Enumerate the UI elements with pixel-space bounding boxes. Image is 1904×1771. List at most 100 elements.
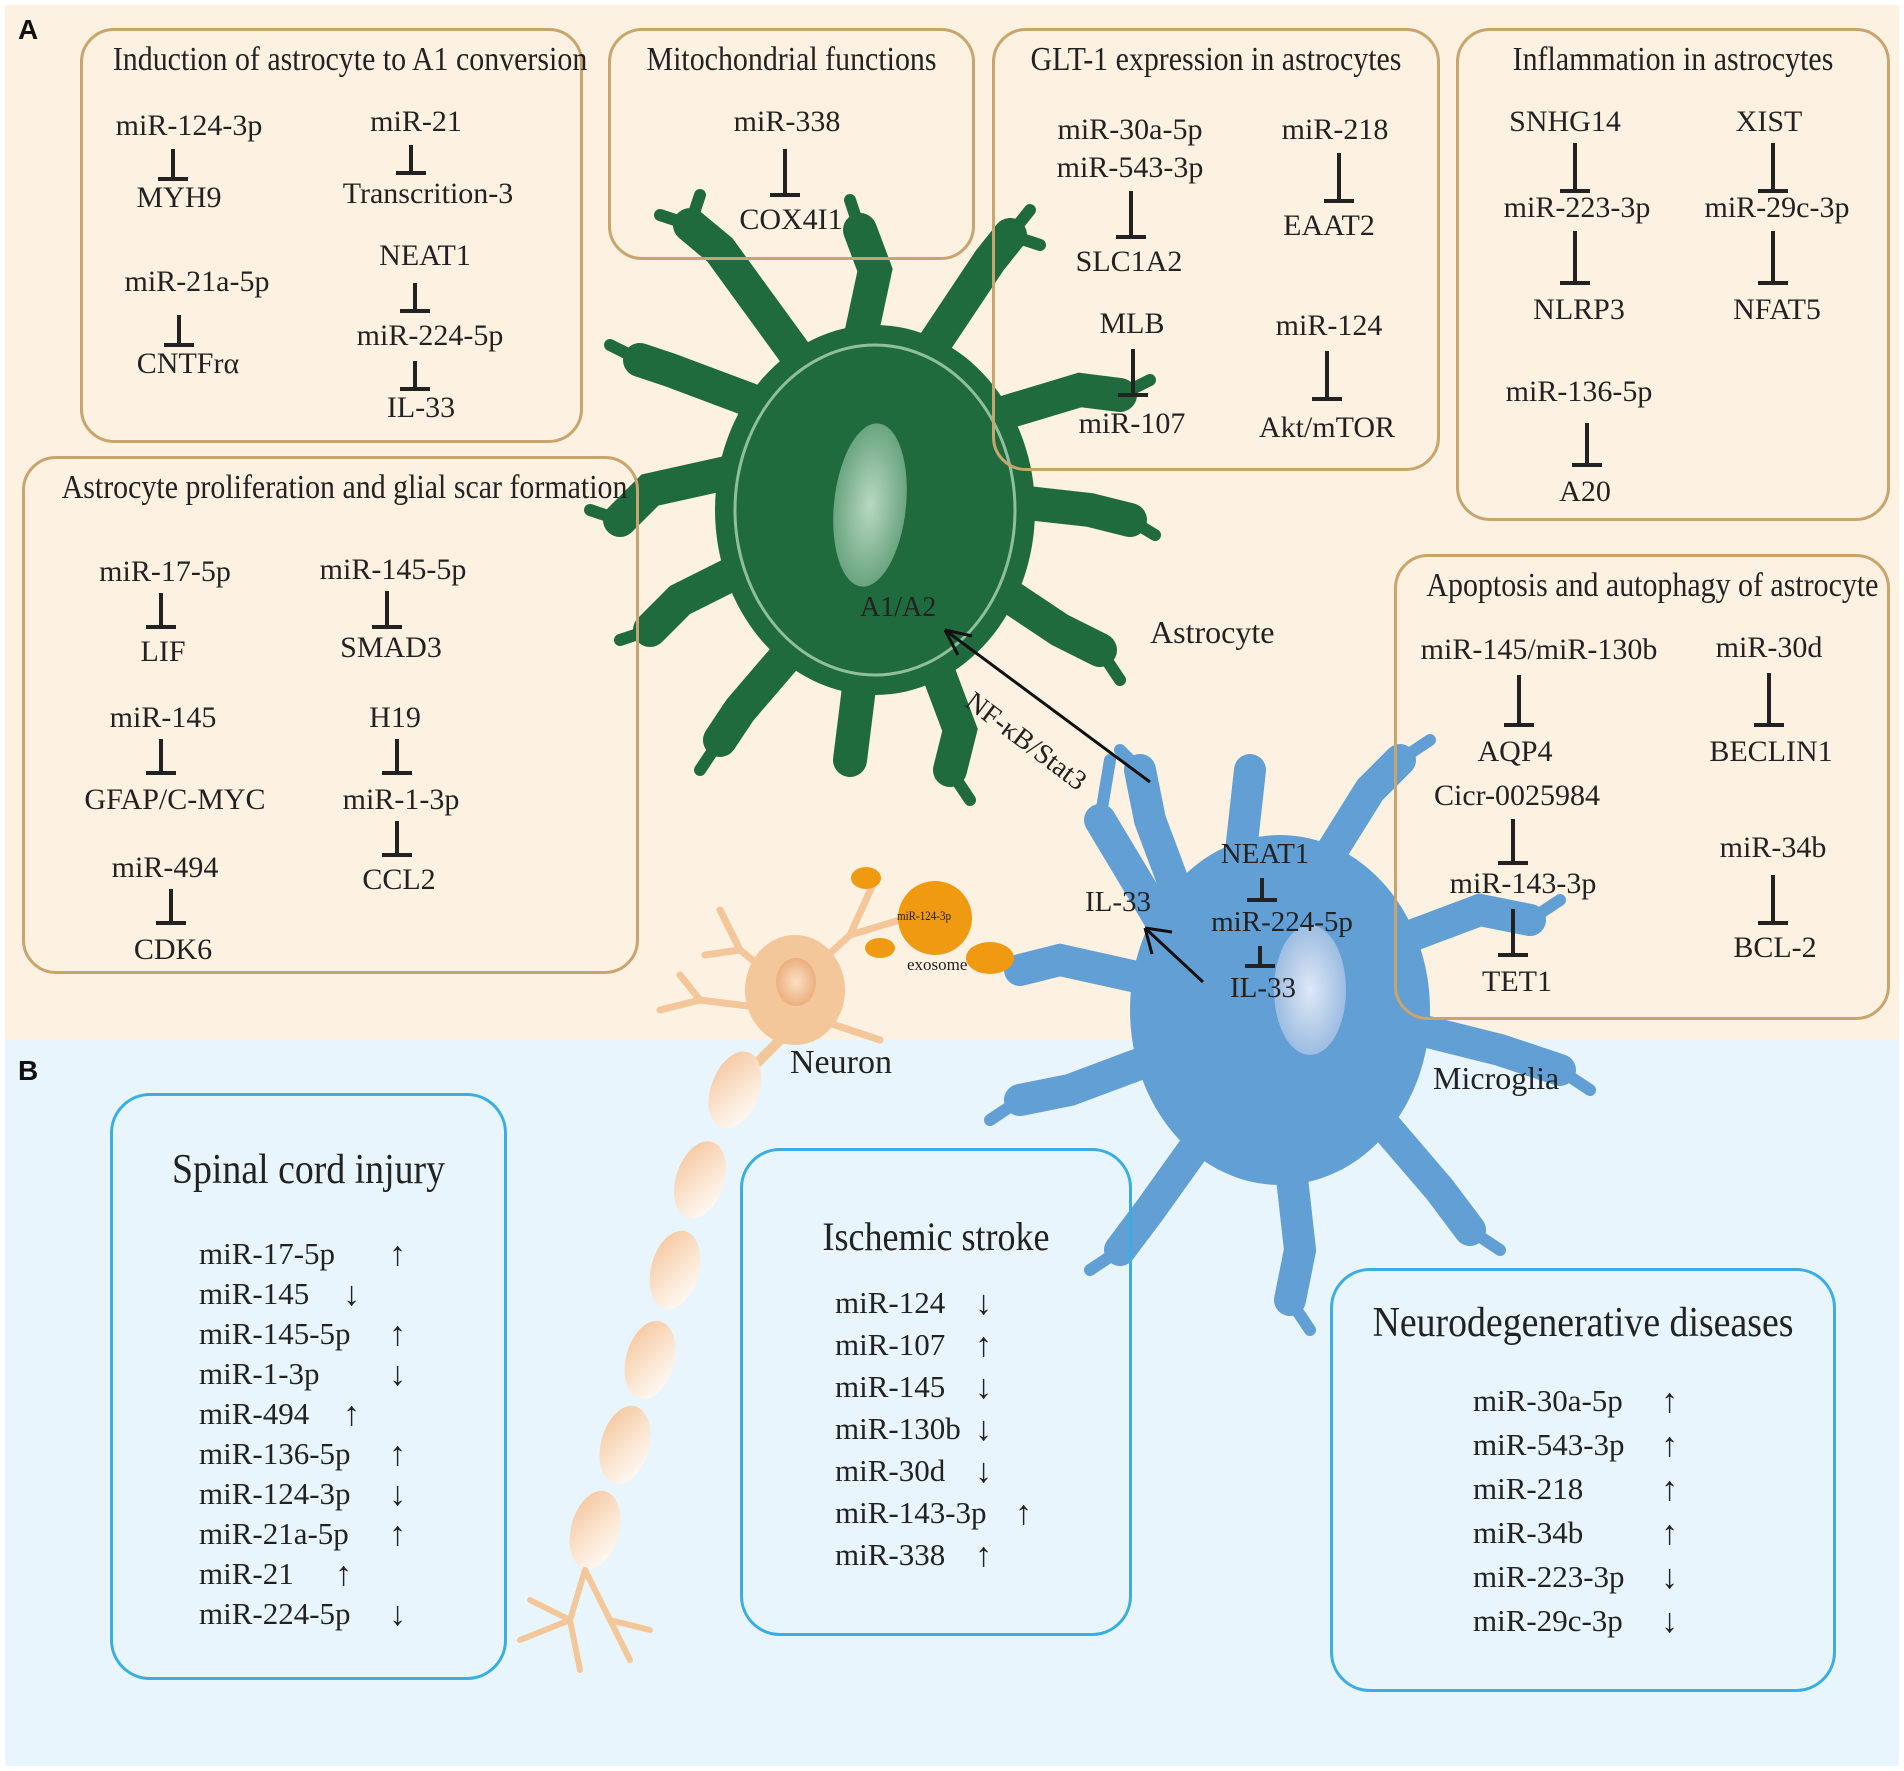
node: miR-30d — [1716, 631, 1823, 665]
direction-arrow-icon: ↑ — [1661, 1427, 1678, 1465]
direction-arrow-icon: ↑ — [389, 1316, 406, 1354]
direction-arrow-icon: ↓ — [975, 1369, 992, 1407]
direction-arrow-icon: ↓ — [975, 1411, 992, 1449]
direction-arrow-icon: ↑ — [1661, 1471, 1678, 1509]
direction-arrow-icon: ↑ — [389, 1236, 406, 1274]
inhibition-bar — [177, 315, 181, 347]
mirna-row: miR-218↑ — [1473, 1471, 1625, 1515]
inhibition-bar — [1325, 351, 1329, 401]
node: miR-145-5p — [320, 553, 467, 587]
node: MYH9 — [136, 181, 221, 215]
mirna-name: miR-124-3p — [199, 1476, 351, 1511]
inhibition-bar — [1260, 878, 1264, 902]
node: BCL-2 — [1733, 931, 1816, 965]
mirna-name: miR-21 — [199, 1556, 294, 1591]
node: Cicr-0025984 — [1434, 779, 1600, 813]
inhibition-bar — [1511, 909, 1515, 957]
a1-conversion-box: Induction of astrocyte to A1 conversion … — [80, 28, 583, 443]
mirna-name: miR-130b — [835, 1411, 961, 1446]
mirna-name: miR-136-5p — [199, 1436, 351, 1471]
mirna-name: miR-21a-5p — [199, 1516, 349, 1551]
direction-arrow-icon: ↓ — [1661, 1603, 1678, 1641]
inhibition-bar — [1771, 143, 1775, 193]
a1-conversion-title: Induction of astrocyte to A1 conversion — [113, 41, 550, 79]
direction-arrow-icon: ↑ — [389, 1436, 406, 1474]
inhibition-bar — [159, 593, 163, 629]
mirna-name: miR-145-5p — [199, 1316, 351, 1351]
node: miR-338 — [734, 105, 841, 139]
mirna-name: miR-30d — [835, 1453, 945, 1488]
inhibition-bar — [1258, 946, 1262, 968]
mirna-name: miR-1-3p — [199, 1356, 320, 1391]
microglia-chain-node: IL-33 — [1230, 972, 1296, 1005]
inhibition-bar — [395, 739, 399, 775]
node: SMAD3 — [340, 631, 442, 665]
mitochondrial-title: Mitochondrial functions — [633, 41, 951, 79]
ischemic-stroke-list: miR-124↓ miR-107↑ miR-145↓ miR-130b↓ miR… — [835, 1285, 987, 1579]
panel-b-label: B — [18, 1055, 38, 1087]
neuron-label: Neuron — [790, 1044, 892, 1082]
inhibition-bar — [169, 889, 173, 925]
node: MLB — [1099, 307, 1164, 341]
node: miR-143-3p — [1450, 867, 1597, 901]
mirna-row: miR-124↓ — [835, 1285, 987, 1327]
neurodegenerative-box: Neurodegenerative diseases miR-30a-5p↑ m… — [1330, 1268, 1836, 1692]
mirna-name: miR-30a-5p — [1473, 1383, 1623, 1418]
node: miR-223-3p — [1504, 191, 1651, 225]
node: miR-218 — [1282, 113, 1389, 147]
node: miR-124 — [1276, 309, 1383, 343]
glt1-box: GLT-1 expression in astrocytes miR-30a-5… — [992, 28, 1440, 471]
node: BECLIN1 — [1709, 735, 1832, 769]
mirna-row: miR-494↑ — [199, 1396, 351, 1436]
microglia-chain-node: miR-224-5p — [1211, 906, 1353, 939]
node: miR-224-5p — [357, 319, 504, 353]
node: miR-21a-5p — [125, 265, 270, 299]
mirna-row: miR-224-5p↓ — [199, 1596, 351, 1636]
inhibition-bar — [1767, 673, 1771, 727]
node: XIST — [1736, 105, 1803, 139]
inhibition-bar — [1771, 875, 1775, 925]
mirna-row: miR-145-5p↑ — [199, 1316, 351, 1356]
mirna-name: miR-145 — [835, 1369, 945, 1404]
inhibition-bar — [1585, 423, 1589, 467]
il33-output-label: IL-33 — [1085, 886, 1151, 919]
direction-arrow-icon: ↑ — [975, 1327, 992, 1365]
inhibition-bar — [1517, 675, 1521, 727]
node: miR-21 — [370, 105, 462, 139]
mirna-name: miR-107 — [835, 1327, 945, 1362]
node: COX4I1 — [739, 203, 842, 237]
node: NFAT5 — [1733, 293, 1821, 327]
mirna-row: miR-124-3p↓ — [199, 1476, 351, 1516]
mirna-row: miR-145↓ — [835, 1369, 987, 1411]
inhibition-bar — [783, 149, 787, 197]
node: LIF — [141, 635, 186, 669]
mitochondrial-box: Mitochondrial functions miR-338 COX4I1 — [608, 28, 975, 260]
node: miR-145 — [110, 701, 217, 735]
inhibition-bar — [413, 283, 417, 313]
spinal-cord-injury-title: Spinal cord injury — [133, 1146, 485, 1194]
mirna-name: miR-29c-3p — [1473, 1603, 1623, 1638]
spinal-cord-injury-list: miR-17-5p↑ miR-145↓ miR-145-5p↑ miR-1-3p… — [199, 1236, 351, 1636]
ischemic-stroke-box: Ischemic stroke miR-124↓ miR-107↑ miR-14… — [740, 1148, 1132, 1636]
apoptosis-box: Apoptosis and autophagy of astrocyte miR… — [1394, 554, 1890, 1020]
proliferation-title: Astrocyte proliferation and glial scar f… — [62, 469, 600, 507]
inhibition-bar — [1511, 819, 1515, 865]
mirna-row: miR-130b↓ — [835, 1411, 987, 1453]
microglia-label: Microglia — [1433, 1060, 1559, 1097]
direction-arrow-icon: ↑ — [389, 1516, 406, 1554]
mirna-name: miR-223-3p — [1473, 1559, 1625, 1594]
inhibition-bar — [171, 149, 175, 181]
direction-arrow-icon: ↑ — [975, 1537, 992, 1575]
node: miR-107 — [1079, 407, 1186, 441]
inhibition-bar — [1573, 231, 1577, 285]
inhibition-bar — [1337, 153, 1341, 203]
node: Akt/mTOR — [1259, 411, 1395, 445]
node: CNTFrα — [137, 347, 239, 381]
astrocyte-label: Astrocyte — [1150, 614, 1274, 651]
node: A20 — [1559, 475, 1611, 509]
ischemic-stroke-title: Ischemic stroke — [762, 1213, 1109, 1260]
exosome-label: exosome — [907, 955, 967, 975]
node: H19 — [369, 701, 421, 735]
direction-arrow-icon: ↓ — [389, 1356, 406, 1394]
mirna-name: miR-145 — [199, 1276, 309, 1311]
